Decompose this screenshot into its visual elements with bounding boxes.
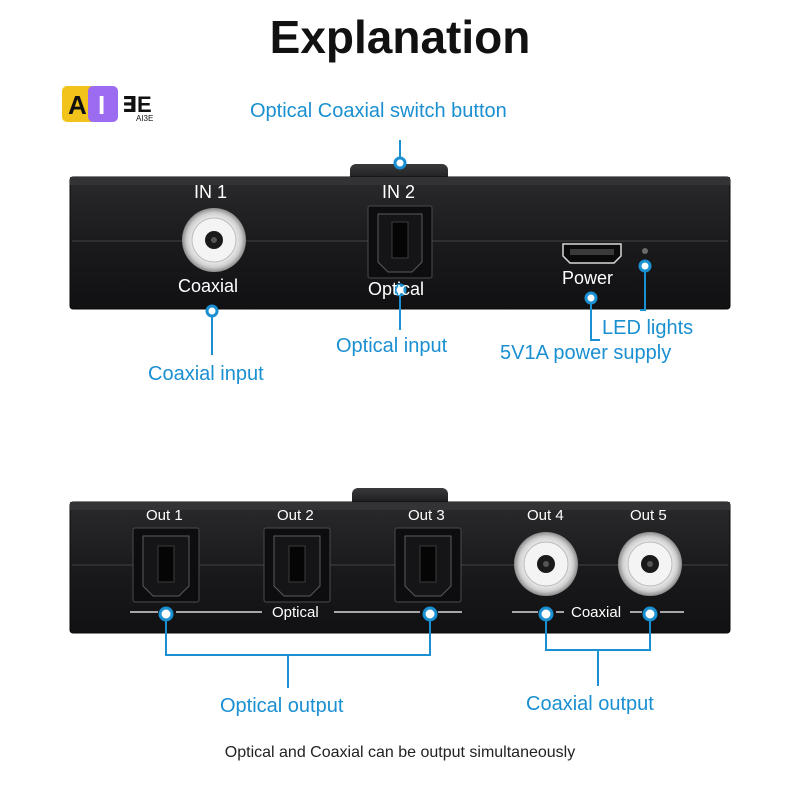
footer-caption: Optical and Coaxial can be output simult…: [224, 744, 576, 761]
in1-label: IN 1: [194, 182, 228, 202]
brand-logo: A I ∃E AI3E: [62, 86, 172, 126]
out4-coaxial-jack: [514, 532, 578, 596]
optical-output-callout: Optical output: [220, 695, 344, 717]
out3-label: Out 3: [408, 507, 445, 524]
logo-letter-a: A: [68, 90, 87, 120]
power-port-label: Power: [562, 268, 614, 288]
out1-optical-port: [132, 527, 200, 603]
out2-label: Out 2: [277, 507, 314, 524]
logo-letter-i: I: [98, 90, 106, 120]
page-title: Explanation: [269, 11, 531, 63]
optical-port-label: Optical: [368, 279, 425, 299]
led-indicator: [642, 248, 648, 254]
out5-label: Out 5: [630, 507, 667, 524]
in2-label: IN 2: [382, 182, 416, 202]
optical-group-label: Optical: [272, 604, 319, 621]
coaxial-group-label: Coaxial: [571, 604, 622, 621]
in2-optical-port: [367, 205, 433, 279]
top-callout-lines: [211, 140, 646, 355]
out3-optical-port: [394, 527, 462, 603]
power-supply-callout: 5V1A power supply: [500, 342, 672, 364]
logo-purple-block: [88, 86, 118, 122]
out2-optical-port: [263, 527, 331, 603]
logo-letter-e: ∃E: [122, 92, 152, 117]
led-lights-callout: LED lights: [602, 317, 694, 339]
coaxial-port-label: Coaxial: [178, 276, 239, 296]
coaxial-input-callout: Coaxial input: [148, 363, 264, 385]
bottom-callout-lines: [165, 620, 651, 688]
out1-label: Out 1: [146, 507, 183, 524]
in1-coaxial-jack: [182, 208, 246, 272]
optical-input-callout: Optical input: [336, 335, 448, 357]
top-panel-edge: [70, 177, 730, 185]
coaxial-output-callout: Coaxial output: [526, 693, 654, 715]
power-port: [562, 243, 622, 264]
top-callout-dots: [205, 156, 652, 318]
switch-button-callout: Optical Coaxial switch button: [250, 100, 507, 122]
out4-label: Out 4: [527, 507, 564, 524]
logo-subtext: AI3E: [136, 114, 154, 123]
bottom-panel-edge: [70, 502, 730, 510]
out5-coaxial-jack: [618, 532, 682, 596]
bottom-callout-dots: [158, 606, 658, 622]
